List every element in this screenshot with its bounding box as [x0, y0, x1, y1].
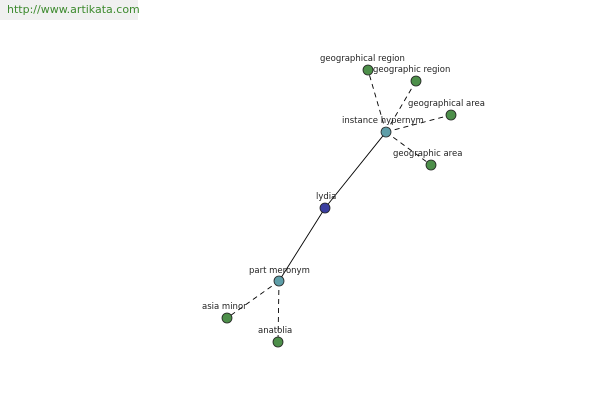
node-geographical-area[interactable] [445, 109, 457, 121]
node-label-geographic-area: geographic area [393, 149, 462, 159]
edge-instance-hypernym-to-geographic-area [385, 131, 432, 166]
edge-lydia-to-part-meronym [278, 207, 326, 282]
node-instance-hypernym[interactable] [380, 126, 392, 138]
graph-nodes [221, 64, 457, 348]
node-label-geographic-region: geographic region [373, 65, 450, 75]
node-label-geographical-area: geographical area [408, 99, 485, 109]
node-geographic-region[interactable] [410, 75, 422, 87]
edge-instance-hypernym-to-geographical-region [367, 69, 387, 133]
node-anatolia[interactable] [272, 336, 284, 348]
node-lydia[interactable] [319, 202, 331, 214]
node-label-lydia: lydia [316, 192, 336, 202]
graph-edges [226, 69, 452, 343]
edge-part-meronym-to-anatolia [277, 280, 280, 343]
edge-instance-hypernym-to-geographic-region [385, 80, 417, 133]
node-label-part-meronym: part meronym [249, 266, 310, 276]
graph-labels: lydia instance hypernym part meronym geogra… [202, 54, 485, 336]
node-label-instance-hypernym: instance hypernym [342, 116, 424, 126]
edge-lydia-to-instance-hypernym [324, 131, 387, 209]
watermark-url: http://www.artikata.com [0, 0, 140, 20]
edge-part-meronym-to-asia-minor [226, 280, 280, 319]
node-label-anatolia: anatolia [258, 326, 292, 336]
node-part-meronym[interactable] [273, 275, 285, 287]
edge-instance-hypernym-to-geographical-area [385, 114, 452, 133]
node-asia-minor[interactable] [221, 312, 233, 324]
node-label-geographical-region: geographical region [320, 54, 405, 64]
node-label-asia-minor: asia minor [202, 302, 247, 312]
node-geographical-region[interactable] [362, 64, 374, 76]
node-geographic-area[interactable] [425, 159, 437, 171]
